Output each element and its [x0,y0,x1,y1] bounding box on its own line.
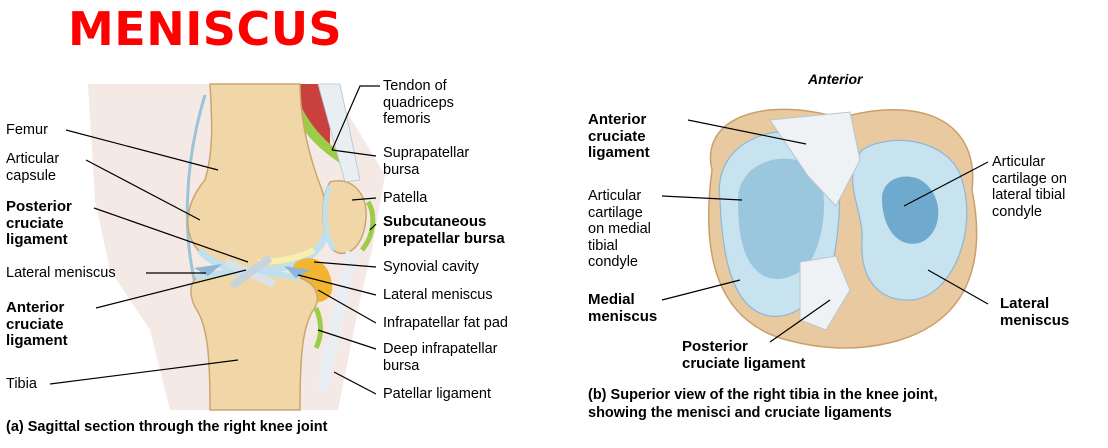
label-lateral-meniscus-right: Lateral meniscus [383,287,493,303]
pcl-shape [229,254,273,290]
label-tendon-of-quadriceps: Tendon of quadriceps femoris [383,78,454,127]
page-title: MENISCUS [68,2,343,56]
label-synovial-cavity: Synovial cavity [383,259,479,275]
label-articular-cartilage-lateral: Articular cartilage on lateral tibial co… [992,154,1067,220]
posterior-meniscus-shape [194,264,222,276]
label-subcutaneous-prepatellar-bursa: Subcutaneous prepatellar bursa [383,213,505,247]
patella-cartilage [322,185,337,252]
label-femur: Femur [6,122,48,138]
medial-cartilage-shape [738,158,825,279]
lateral-cartilage-shape [882,176,939,244]
label-articular-capsule: Articular capsule [6,151,60,184]
acl-shape-top [769,111,861,207]
anterior-meniscus-shape [284,266,310,278]
label-patellar-ligament: Patellar ligament [383,386,491,402]
pcl-shape-top [799,255,851,331]
patellar-ligament-shape [316,250,358,392]
label-infrapatellar-fat-pad: Infrapatellar fat pad [383,315,508,331]
left-leader-lines [49,85,380,395]
caption-sagittal-section: (a) Sagittal section through the right k… [6,419,328,435]
label-anterior-cruciate-ligament-top: Anterior cruciate ligament [588,111,650,161]
prepatellar-bursa-shape [360,200,376,252]
label-lateral-meniscus-left: Lateral meniscus [6,265,116,281]
label-anterior-cruciate-ligament: Anterior cruciate ligament [6,299,68,349]
label-medial-meniscus: Medial meniscus [588,291,658,325]
label-articular-cartilage-medial: Articular cartilage on medial tibial con… [588,188,651,270]
label-patella: Patella [383,190,428,206]
label-suprapatellar-bursa: Suprapatellar bursa [383,145,470,178]
label-anterior-orientation: Anterior [808,71,863,87]
sagittal-section-drawing [88,83,385,411]
superior-view-drawing [707,108,978,349]
right-leader-lines [661,119,989,343]
label-deep-infrapatellar-bursa: Deep infrapatellar bursa [383,341,498,374]
label-posterior-cruciate-ligament: Posterior cruciate ligament [6,198,72,248]
caption-superior-view: (b) Superior view of the right tibia in … [588,387,938,421]
label-tibia: Tibia [6,376,37,392]
label-posterior-cruciate-ligament-top: Posterior cruciate ligament [682,338,806,372]
tibia-bone [190,271,319,411]
deep-bursa-shape [313,307,323,350]
label-lateral-meniscus-top: Lateral meniscus [1000,295,1070,329]
